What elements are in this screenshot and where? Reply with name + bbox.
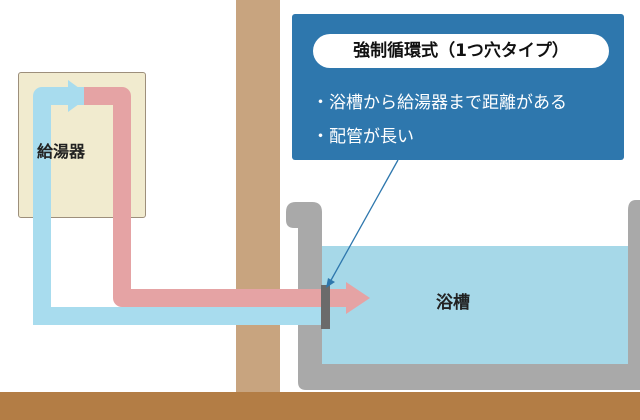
callout-pointer-line (329, 159, 399, 283)
wall-post (236, 0, 280, 392)
bathtub-label: 浴槽 (436, 293, 470, 313)
hot-pipe-arrowhead (346, 282, 370, 314)
callout-item: ・浴槽から給湯器まで距離がある (312, 93, 567, 113)
callout-title: 強制循環式（1つ穴タイプ） (313, 34, 609, 68)
cold-pipe-bottom (33, 307, 325, 325)
bathtub-shell (286, 200, 640, 390)
water-heater-label: 給湯器 (36, 142, 85, 161)
bathtub-water (322, 246, 629, 364)
floor (0, 392, 640, 420)
cold-pipe-arrowhead (68, 80, 90, 112)
hot-water-pipe (84, 87, 352, 307)
bath-adapter (321, 285, 330, 329)
cold-water-pipe (33, 87, 84, 316)
callout-pointer-arrowhead (326, 278, 335, 288)
callout-item: ・配管が長い (312, 127, 414, 147)
